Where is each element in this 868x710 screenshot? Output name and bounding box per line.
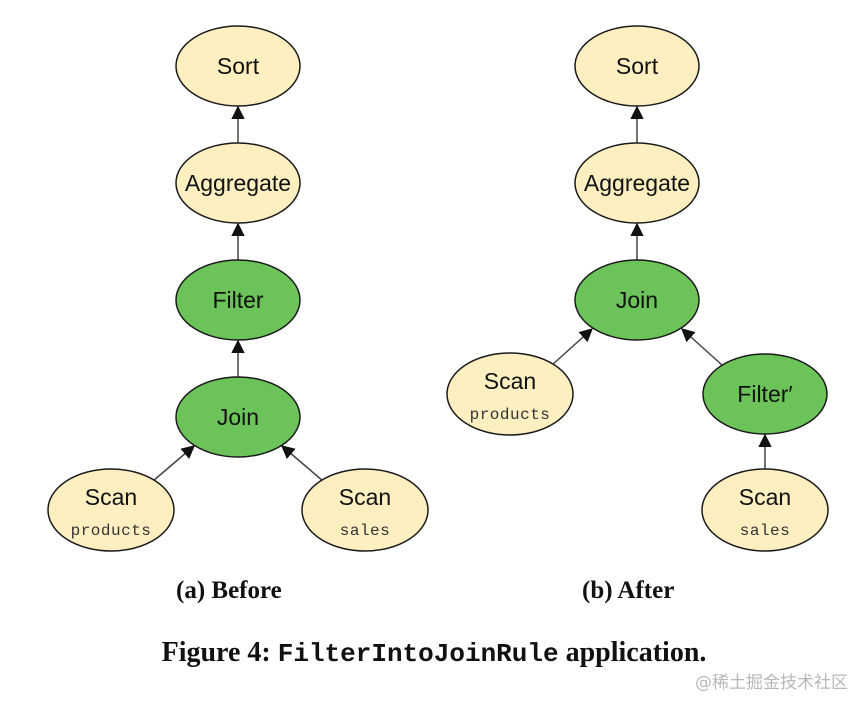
node-scan-sales-label: Scan [339,484,391,510]
node-filter-label: Filter [212,287,263,313]
node-after-sort: Sort [574,25,700,107]
node-aggregate: Aggregate [175,142,301,224]
node-after-aggregate: Aggregate [574,142,700,224]
node-scan-products-table: products [71,522,152,540]
node-join: Join [175,376,301,458]
node-sort: Sort [175,25,301,107]
figure-caption: Figure 4: FilterIntoJoinRule application… [0,637,868,669]
node-after-scan-sales: Scan sales [701,468,829,552]
node-after-scan-products-table: products [470,406,551,424]
node-scan-sales-table: sales [340,522,391,540]
watermark: @稀土掘金技术社区 [695,673,848,693]
node-filter: Filter [175,259,301,341]
node-aggregate-label: Aggregate [185,170,291,196]
node-after-join: Join [574,259,700,341]
node-after-scan-products-label: Scan [484,368,536,394]
query-plan-diagram: Sort Aggregate Filter Join Scan products… [47,25,829,552]
node-scan-products: Scan products [47,468,175,552]
node-after-join-label: Join [616,287,658,313]
node-scan-products-label: Scan [85,484,137,510]
node-after-sort-label: Sort [616,53,659,79]
node-sort-label: Sort [217,53,260,79]
edge-after-filter-to-join [680,328,723,366]
edge-scan-sales-to-join [280,445,324,482]
figure-caption-suffix: application. [558,637,707,668]
node-after-filter-prime-label: Filter′ [737,381,792,407]
caption-after: (b) After [582,577,675,604]
edge-scan-products-to-join [152,445,196,482]
node-after-scan-products: Scan products [446,352,574,436]
node-scan-sales: Scan sales [301,468,429,552]
node-after-scan-sales-table: sales [740,522,791,540]
before-panel: Sort Aggregate Filter Join Scan products… [47,25,429,552]
after-panel: Sort Aggregate Join Scan products Filter… [446,25,829,552]
figure-caption-prefix: Figure 4: [161,637,278,668]
edge-after-scan-products-to-join [551,328,594,366]
node-after-filter-prime: Filter′ [702,353,828,435]
node-join-label: Join [217,404,259,430]
node-after-aggregate-label: Aggregate [584,170,690,196]
figure-caption-rule-name: FilterIntoJoinRule [277,639,559,669]
node-after-scan-sales-label: Scan [739,484,791,510]
caption-before: (a) Before [176,577,282,604]
